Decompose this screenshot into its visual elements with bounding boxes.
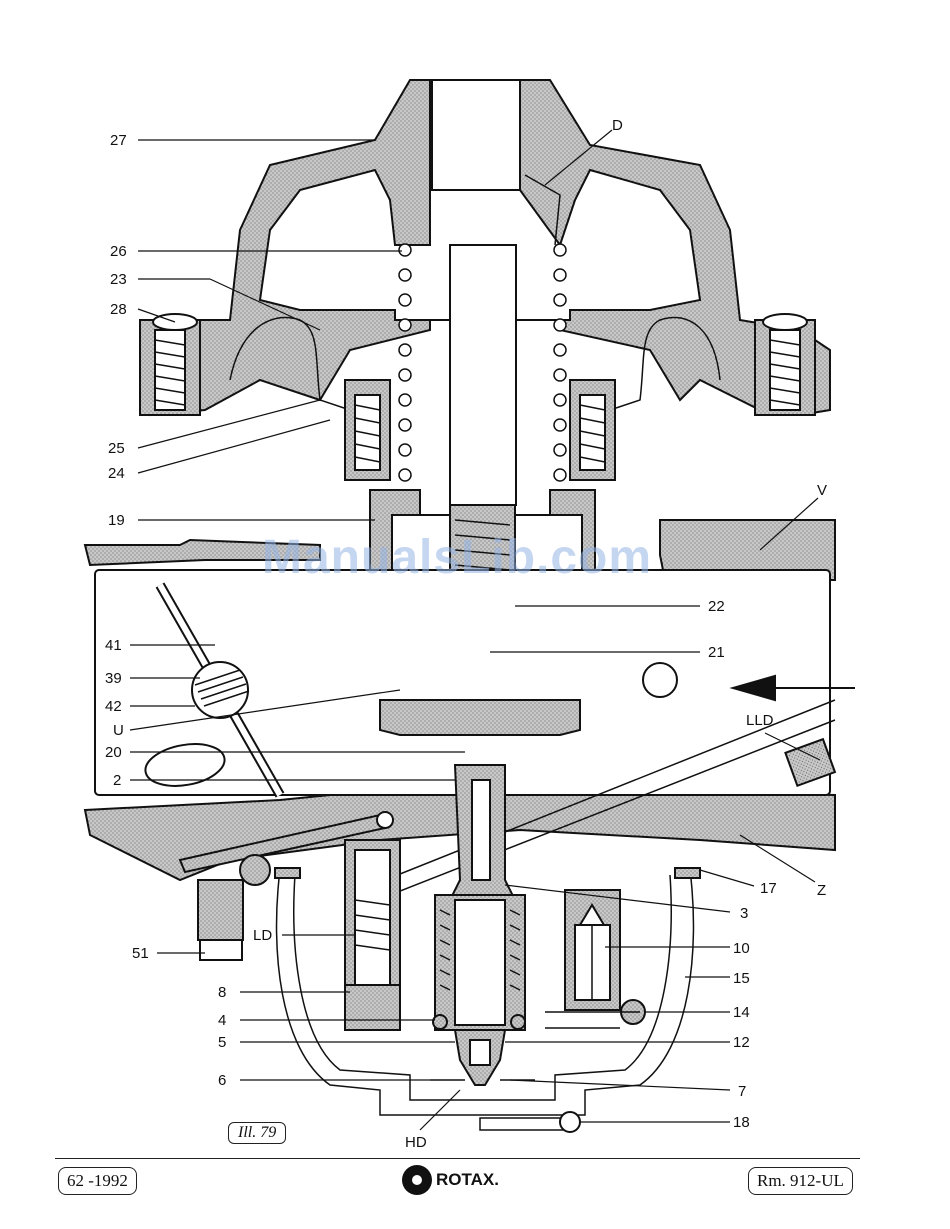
center-tube (432, 80, 520, 190)
label-6: 6 (218, 1072, 226, 1089)
brand-name: ROTAX. (436, 1170, 499, 1190)
label-4: 4 (218, 1012, 226, 1029)
label-22: 22 (708, 598, 725, 615)
label-Z: Z (817, 882, 826, 899)
label-U: U (113, 722, 124, 739)
label-26: 26 (110, 243, 127, 260)
idle-stop-screw-51 (198, 880, 243, 960)
label-12: 12 (733, 1034, 750, 1051)
float-bowl-gasket-left (275, 868, 300, 878)
label-28: 28 (110, 301, 127, 318)
retaining-screw-left (345, 380, 390, 480)
label-17: 17 (760, 880, 777, 897)
label-19: 19 (108, 512, 125, 529)
label-27: 27 (110, 132, 127, 149)
label-41: 41 (105, 637, 122, 654)
watermark: ManualsLib.com (262, 530, 652, 585)
float-needle-valve (565, 890, 620, 1010)
cover-screw-left (140, 314, 200, 415)
footer-date-box: 62 -1992 (58, 1167, 137, 1195)
label-18: 18 (733, 1114, 750, 1131)
label-10: 10 (733, 940, 750, 957)
air-vent-hole (643, 663, 677, 697)
piston-rod-bore (450, 245, 516, 505)
footer-brand-logo: ROTAX. (402, 1165, 499, 1195)
float-bowl-gasket-right (675, 868, 700, 878)
label-2: 2 (113, 772, 121, 789)
label-7: 7 (738, 1083, 746, 1100)
label-15: 15 (733, 970, 750, 987)
retaining-screw-right (570, 380, 615, 480)
main-jet-holder (433, 895, 525, 1030)
label-14: 14 (733, 1004, 750, 1021)
label-51: 51 (132, 945, 149, 962)
label-25: 25 (108, 440, 125, 457)
label-21: 21 (708, 644, 725, 661)
label-D: D (612, 117, 623, 134)
gear-logo-icon (402, 1165, 432, 1195)
label-20: 20 (105, 744, 122, 761)
label-23: 23 (110, 271, 127, 288)
footer-rule (55, 1158, 860, 1159)
footer-manual-ref-box: Rm. 912-UL (748, 1167, 853, 1195)
label-HD: HD (405, 1134, 427, 1151)
drain-plug-seal (560, 1112, 580, 1132)
label-LLD: LLD (746, 712, 774, 729)
label-3: 3 (740, 905, 748, 922)
label-8: 8 (218, 984, 226, 1001)
label-39: 39 (105, 670, 122, 687)
label-5: 5 (218, 1034, 226, 1051)
label-24: 24 (108, 465, 125, 482)
cover-screw-right (755, 314, 815, 415)
label-V: V (817, 482, 827, 499)
illustration-tag: Ill. 79 (228, 1122, 286, 1144)
piston-lower-lip (380, 700, 580, 735)
label-42: 42 (105, 698, 122, 715)
label-LD: LD (253, 927, 272, 944)
main-jet-HD (430, 1030, 535, 1085)
